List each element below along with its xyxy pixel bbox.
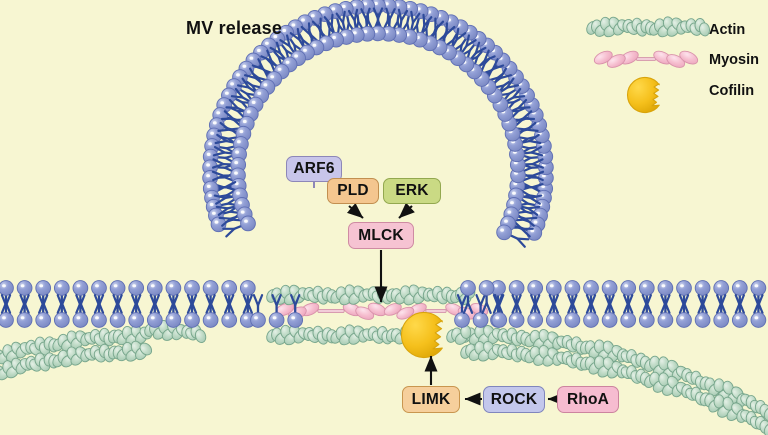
node-limk[interactable]: LIMK bbox=[402, 386, 460, 413]
node-rock[interactable]: ROCK bbox=[483, 386, 545, 413]
cofilin-icon bbox=[626, 76, 660, 114]
arrow-pld-mlck bbox=[346, 202, 364, 219]
legend-label-myosin: Myosin bbox=[709, 52, 759, 68]
node-arf6[interactable]: ARF6 bbox=[286, 156, 342, 182]
legend-label-cofilin: Cofilin bbox=[709, 83, 755, 99]
myosin-filament-icon bbox=[593, 50, 699, 68]
arrow-erk-mlck bbox=[398, 202, 415, 219]
node-erk[interactable]: ERK bbox=[383, 178, 441, 204]
node-rhoa[interactable]: RhoA bbox=[557, 386, 619, 413]
pathway-arrows bbox=[346, 202, 564, 406]
legend-label-actin: Actin bbox=[709, 22, 746, 38]
node-mlck[interactable]: MLCK bbox=[348, 222, 414, 249]
node-pld[interactable]: PLD bbox=[327, 178, 379, 204]
figure-title: MV release bbox=[186, 18, 283, 38]
cofilin-icon bbox=[401, 312, 443, 358]
lipid-bilayer bbox=[0, 0, 767, 328]
actin-cortex bbox=[0, 319, 768, 435]
actin-filament-icon bbox=[586, 16, 711, 38]
